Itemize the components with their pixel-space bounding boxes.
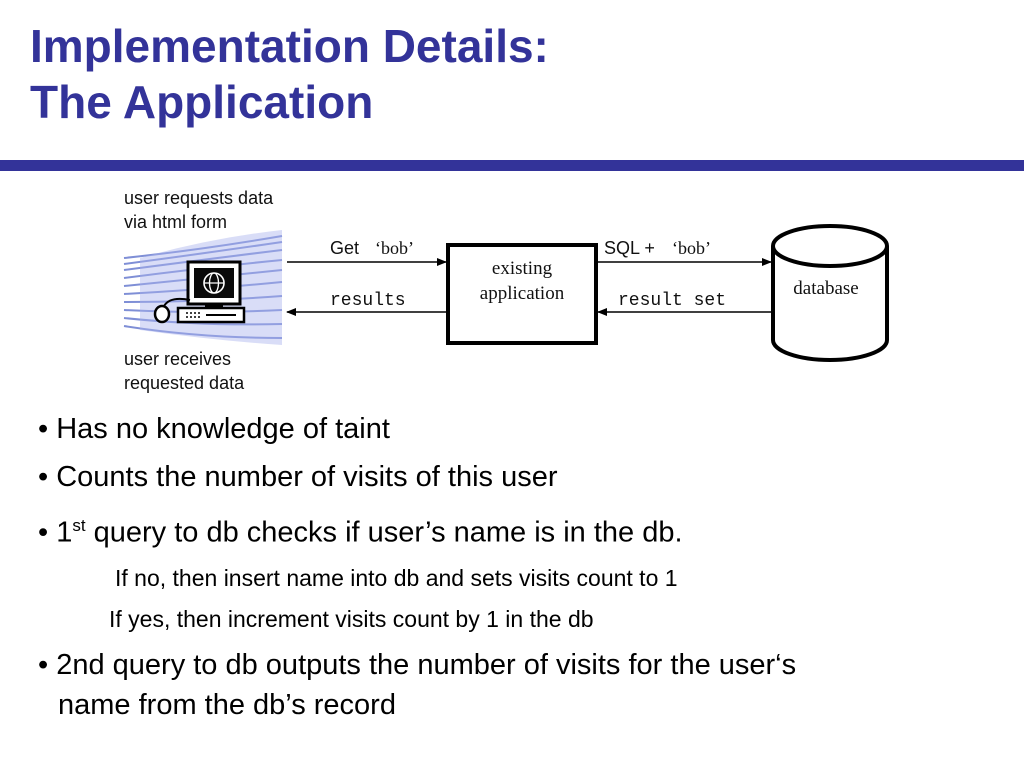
title-line-1: Implementation Details: bbox=[30, 20, 549, 72]
user-request-text-2: via html form bbox=[124, 212, 227, 232]
bullet-taint: • Has no knowledge of taint bbox=[38, 413, 390, 445]
keyboard-icon bbox=[176, 306, 246, 324]
ordinal-suffix: st bbox=[72, 516, 86, 535]
result-set-label: result set bbox=[618, 291, 726, 311]
page-title: Implementation Details: The Application bbox=[30, 18, 549, 130]
bullet-first-query-rest: query to db checks if user’s name is in … bbox=[85, 516, 683, 549]
sub-bullet-if-yes: If yes, then increment visits count by 1… bbox=[109, 606, 594, 632]
sub-bullet-if-no: If no, then insert name into db and sets… bbox=[115, 565, 678, 591]
globe-icon bbox=[203, 272, 225, 294]
database-cylinder-icon bbox=[771, 224, 889, 362]
app-label-line-2: application bbox=[480, 283, 565, 304]
user-request-text-1: user requests data bbox=[124, 188, 274, 208]
bullet-second-query-line-1: • 2nd query to db outputs the number of … bbox=[38, 649, 797, 681]
mouse-icon bbox=[153, 304, 171, 324]
get-bob-literal: ‘bob’ bbox=[375, 238, 414, 258]
bullet-second-query-line-2: name from the db’s record bbox=[58, 689, 396, 721]
database-label: database bbox=[793, 278, 858, 299]
bullet-first-query: • 1st query to db checks if user’s name … bbox=[38, 509, 683, 550]
computer-terminal-icon bbox=[153, 260, 246, 324]
get-label: Get bbox=[330, 238, 359, 258]
user-receive-text-2: requested data bbox=[124, 373, 245, 393]
results-label: results bbox=[330, 291, 406, 311]
title-line-2: The Application bbox=[30, 76, 374, 128]
sql-label: SQL + bbox=[604, 238, 655, 258]
user-receive-text-1: user receives bbox=[124, 349, 231, 369]
app-label-line-1: existing bbox=[492, 258, 553, 279]
mouse-cable bbox=[163, 297, 191, 307]
architecture-diagram: user requests data via html form user re… bbox=[123, 188, 889, 393]
sql-bob-literal: ‘bob’ bbox=[672, 238, 711, 258]
bullet-first-query-prefix: • 1 bbox=[38, 516, 73, 549]
bullet-visit-count: • Counts the number of visits of this us… bbox=[38, 461, 558, 493]
title-divider bbox=[0, 160, 1024, 171]
existing-application-box bbox=[446, 243, 598, 345]
